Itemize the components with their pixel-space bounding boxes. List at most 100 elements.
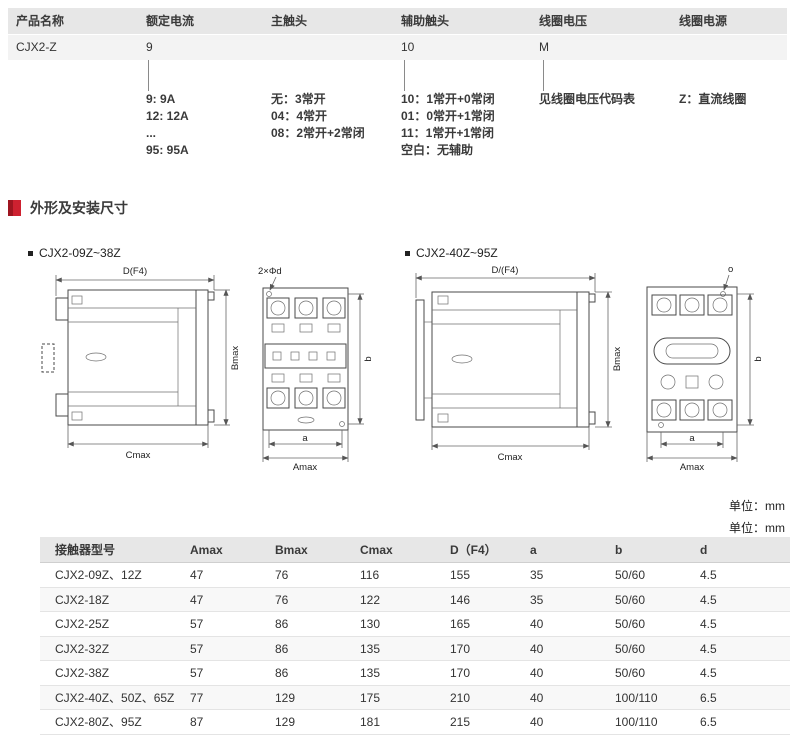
table-row: CJX2-38Z 57 86 135 170 40 50/60 4.5 (40, 661, 790, 686)
table-cell: 76 (260, 563, 345, 588)
column-header: 产品名称 (8, 8, 138, 34)
table-cell: 135 (345, 637, 435, 661)
dim-label-d: D(F4) (123, 266, 147, 277)
table-row: CJX2-40Z、50Z、65Z 77 129 175 210 40 100/1… (40, 685, 790, 710)
dimension-drawing-right: D/(F4) Bmax Cmax o (415, 264, 764, 472)
section-title: 外形及安装尺寸 (8, 198, 128, 218)
dim-label-d: D/(F4) (492, 265, 519, 276)
dim-label-hole: o (728, 264, 733, 275)
column-header: Amax (175, 537, 260, 563)
square-bullet-icon (405, 250, 410, 256)
front-view: o b a (646, 264, 764, 472)
dim-label-amax: Amax (680, 462, 705, 472)
column-header: a (515, 537, 600, 563)
dim-label-a: a (689, 433, 695, 444)
model-table-header-row: 产品名称 额定电流 主触头 辅助触头 线圈电压 线圈电源 (8, 8, 787, 34)
column-header: D（F4） (435, 537, 515, 563)
table-cell: 4.5 (685, 612, 790, 637)
table-cell: 76 (260, 588, 345, 612)
table-cell: 86 (260, 612, 345, 637)
table-cell: 50/60 (600, 661, 685, 686)
dim-label-cmax: Cmax (126, 450, 151, 461)
detail-coil-voltage: 见线圈电压代码表 (539, 92, 636, 106)
table-cell: 210 (435, 686, 515, 710)
cell-model: CJX2-80Z、95Z (40, 710, 175, 735)
table-cell: 40 (515, 661, 600, 686)
table-row: CJX2-32Z 57 86 135 170 40 50/60 4.5 (40, 636, 790, 661)
side-view: D/(F4) Bmax Cmax (415, 265, 623, 463)
dim-label-b: b (363, 356, 374, 361)
connector-line-voltage (543, 60, 544, 91)
dim-label-a: a (302, 433, 308, 444)
dim-label-bmax: Bmax (612, 347, 623, 372)
table-cell: 57 (175, 612, 260, 637)
table-row: CJX2-18Z 47 76 122 146 35 50/60 4.5 (40, 587, 790, 612)
table-cell: 47 (175, 588, 260, 612)
column-header: Cmax (345, 537, 435, 563)
table-cell: 4.5 (685, 637, 790, 661)
cell-model: CJX2-09Z、12Z (40, 563, 175, 588)
section-title-text: 外形及安装尺寸 (30, 200, 128, 216)
dim-label-amax: Amax (293, 462, 318, 472)
table-cell: 50/60 (600, 612, 685, 637)
cell-model: CJX2-18Z (40, 588, 175, 612)
connector-line-aux (404, 60, 405, 91)
table-cell: 6.5 (685, 710, 790, 735)
front-view: 2×Φd b a Amax (258, 266, 374, 472)
column-header: 额定电流 (138, 8, 263, 34)
detail-main-contact: 无：3常开 04：4常开 08：2常开+2常闭 (271, 92, 365, 140)
side-view: D(F4) Bmax Cmax (41, 266, 241, 461)
table-cell: 100/110 (600, 710, 685, 735)
dim-table-header-row: 接触器型号 Amax Bmax Cmax D（F4） a b d (40, 537, 790, 563)
table-cell: 181 (345, 710, 435, 735)
cell-model: CJX2-40Z、50Z、65Z (40, 686, 175, 710)
table-cell: 87 (175, 710, 260, 735)
section-marker-icon (8, 200, 21, 216)
cell-model: CJX2-25Z (40, 612, 175, 637)
table-cell: 57 (175, 637, 260, 661)
connector-line-current (148, 60, 149, 91)
figure-title-text: CJX2-09Z~38Z (39, 246, 121, 260)
model-details-row: 9: 9A 12: 12A ... 95: 95A 无：3常开 04：4常开 0… (8, 91, 787, 159)
units-note: 单位：mm (729, 521, 785, 535)
table-cell: 40 (515, 637, 600, 661)
column-header: 线圈电源 (671, 8, 787, 34)
table-row: CJX2-25Z 57 86 130 165 40 50/60 4.5 (40, 612, 790, 637)
table-cell: 170 (435, 661, 515, 686)
table-cell: 170 (435, 637, 515, 661)
dim-label-cmax: Cmax (498, 452, 523, 463)
square-bullet-icon (28, 250, 33, 256)
column-header: Bmax (260, 537, 345, 563)
table-cell: 50/60 (600, 637, 685, 661)
table-cell: 4.5 (685, 563, 790, 588)
current-code-value: 9 (138, 35, 263, 60)
table-cell: 6.5 (685, 686, 790, 710)
table-cell: 165 (435, 612, 515, 637)
table-cell: 35 (515, 588, 600, 612)
table-cell: 40 (515, 710, 600, 735)
table-cell: 155 (435, 563, 515, 588)
column-header: d (685, 537, 790, 563)
cell-model: CJX2-38Z (40, 661, 175, 686)
table-cell: 40 (515, 686, 600, 710)
cell-model: CJX2-32Z (40, 637, 175, 661)
figure-title-text: CJX2-40Z~95Z (416, 246, 498, 260)
table-row: CJX2-09Z、12Z 47 76 116 155 35 50/60 4.5 (40, 563, 790, 588)
column-header: 主触头 (263, 8, 393, 34)
main-contact-code-value (263, 35, 393, 60)
dimension-drawing-left: D(F4) Bmax Cmax (41, 266, 374, 472)
table-cell: 175 (345, 686, 435, 710)
aux-contact-code-value: 10 (393, 35, 531, 60)
detail-coil-power: Z：直流线圈 (679, 92, 747, 106)
model-example-row: CJX2-Z 9 10 M (8, 34, 787, 60)
detail-current: 9: 9A 12: 12A ... 95: 95A (146, 92, 189, 157)
table-cell: 100/110 (600, 686, 685, 710)
table-cell: 77 (175, 686, 260, 710)
table-cell: 86 (260, 661, 345, 686)
table-row: CJX2-80Z、95Z 87 129 181 215 40 100/110 6… (40, 710, 790, 735)
table-cell: 86 (260, 637, 345, 661)
table-cell: 215 (435, 710, 515, 735)
table-cell: 50/60 (600, 563, 685, 588)
table-cell: 116 (345, 563, 435, 588)
